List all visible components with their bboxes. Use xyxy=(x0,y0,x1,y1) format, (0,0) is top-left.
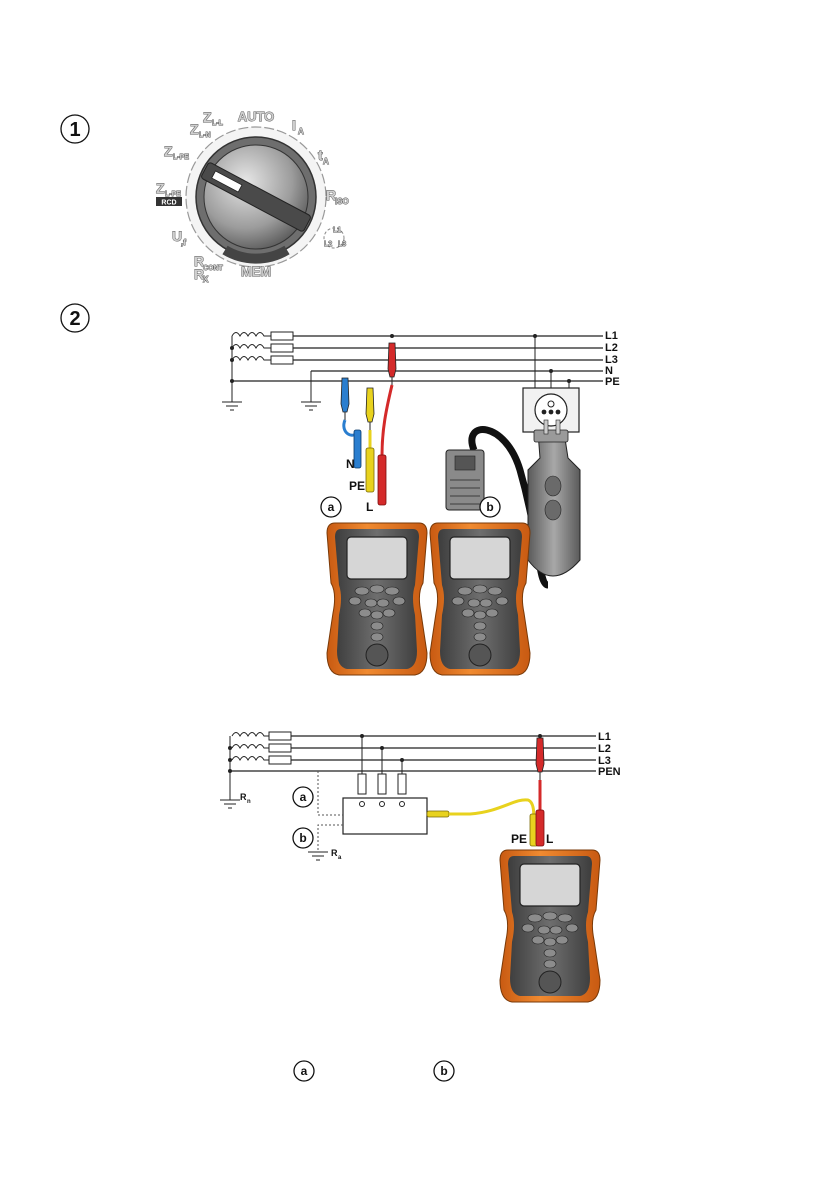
svg-text:Z: Z xyxy=(156,180,165,196)
dial-label-mem: MEM xyxy=(241,264,271,279)
line-label-pen-bottom: PEN xyxy=(598,766,621,778)
svg-text:a: a xyxy=(328,500,335,514)
dial-label-zlpe-rcd: Z L-PE RCD xyxy=(156,180,182,207)
probe-label-l: L xyxy=(366,500,373,514)
svg-text:1: 1 xyxy=(69,119,80,141)
dial-label-ia: I A xyxy=(292,117,304,136)
probe-label-pe-bottom: PE xyxy=(511,832,527,846)
diagram-bottom-network: L1 L2 L3 PEN R n R a xyxy=(220,731,621,861)
svg-text:,f: ,f xyxy=(181,238,186,247)
svg-text:a: a xyxy=(300,790,307,804)
probe-pe-bottom-tip xyxy=(427,811,449,817)
dial-label-zlpe: Z L-PE xyxy=(164,143,189,161)
label-rn: R xyxy=(240,792,247,802)
label-ra: R xyxy=(331,848,338,858)
footer-marker-a: a xyxy=(294,1061,314,1081)
probe-label-l-bottom: L xyxy=(546,832,553,846)
meter-bottom xyxy=(500,850,600,1002)
probe-l-bottom xyxy=(536,738,544,780)
dial-label-zll: Z L-L xyxy=(203,109,224,127)
svg-text:b: b xyxy=(486,500,493,514)
source-coils-top xyxy=(222,333,271,411)
dial-label-ta: t A xyxy=(318,147,329,166)
line-label-l1: L1 xyxy=(605,330,618,342)
probe-label-n: N xyxy=(346,457,355,471)
svg-text:CONT: CONT xyxy=(203,265,224,272)
svg-text:L-PE: L-PE xyxy=(173,154,189,161)
probe-l-red xyxy=(388,343,396,385)
svg-text:L2: L2 xyxy=(324,241,332,248)
option-marker-a-top: a xyxy=(321,497,341,517)
svg-text:n: n xyxy=(247,799,251,805)
svg-text:L-PE: L-PE xyxy=(165,191,181,198)
svg-text:L-L: L-L xyxy=(212,120,224,127)
dial-label-phase-rotation: L1 L2 L3 xyxy=(324,227,346,248)
test-leads-top: N PE L xyxy=(341,334,396,514)
dial-label-auto: AUTO xyxy=(238,109,275,124)
svg-text:X: X xyxy=(203,275,209,284)
fuse-l3 xyxy=(271,356,293,364)
svg-text:A: A xyxy=(298,127,304,136)
svg-text:a: a xyxy=(301,1064,308,1078)
fuse-l1 xyxy=(271,332,293,340)
svg-text:L3: L3 xyxy=(338,241,346,248)
svg-text:I: I xyxy=(292,117,296,133)
footer-marker-b: b xyxy=(434,1061,454,1081)
svg-text:ISO: ISO xyxy=(335,197,349,206)
svg-text:RCD: RCD xyxy=(161,200,176,207)
dial-label-riso: R ISO xyxy=(326,187,349,206)
option-marker-a-bottom: a xyxy=(293,787,313,807)
svg-text:A: A xyxy=(323,157,329,166)
option-marker-b-bottom: b xyxy=(293,828,313,848)
meter-top-a xyxy=(327,523,427,675)
probe-pe-yellow xyxy=(366,388,374,430)
step-2-marker: 2 xyxy=(61,304,89,332)
svg-text:Z: Z xyxy=(164,143,173,159)
svg-text:L1: L1 xyxy=(333,227,341,234)
svg-text:b: b xyxy=(299,831,306,845)
svg-text:Z: Z xyxy=(190,121,199,137)
fuse-l2 xyxy=(271,344,293,352)
line-label-pe: PE xyxy=(605,376,620,388)
rotary-function-dial xyxy=(186,127,326,267)
svg-text:a: a xyxy=(338,855,342,861)
svg-text:2: 2 xyxy=(69,308,80,330)
probe-n-blue xyxy=(341,378,349,420)
meter-top-b xyxy=(430,523,530,675)
probe-label-pe: PE xyxy=(349,479,365,493)
svg-text:Z: Z xyxy=(203,109,212,125)
load-enclosure xyxy=(343,798,427,834)
line-label-l2: L2 xyxy=(605,342,618,354)
svg-text:L-N: L-N xyxy=(199,132,211,139)
option-marker-b-top: b xyxy=(480,497,500,517)
test-leads-bottom: PE L xyxy=(427,734,553,846)
dial-label-uf: U ,f xyxy=(172,228,186,247)
wall-socket xyxy=(523,334,579,432)
step-1-marker: 1 xyxy=(61,115,89,143)
svg-text:b: b xyxy=(440,1064,447,1078)
line-label-l1-bottom: L1 xyxy=(598,731,611,743)
line-label-l2-bottom: L2 xyxy=(598,743,611,755)
